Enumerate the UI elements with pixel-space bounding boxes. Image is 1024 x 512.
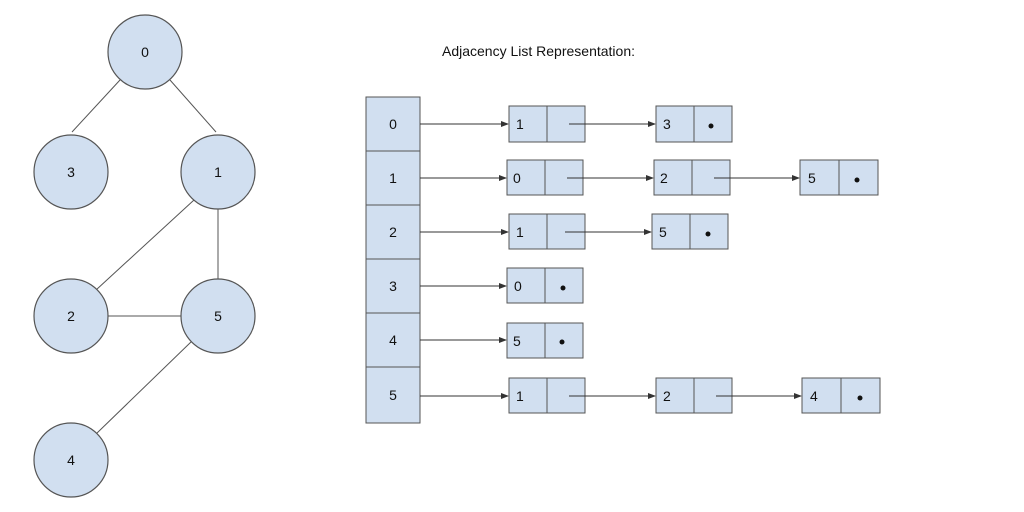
list-node-value: 4 xyxy=(810,388,818,404)
list-node-value: 5 xyxy=(808,170,816,186)
list-node-value: 5 xyxy=(659,224,667,240)
list-node-value: 1 xyxy=(516,224,524,240)
node-label: 4 xyxy=(67,452,75,468)
list-node: 4 xyxy=(801,377,881,414)
graph-node-0: 0 xyxy=(107,14,183,90)
null-pointer-dot xyxy=(708,123,714,129)
array-cell-label: 5 xyxy=(389,387,397,403)
array-cell-1: 1 xyxy=(365,150,421,206)
list-node-value: 3 xyxy=(663,116,671,132)
graph-node-5: 5 xyxy=(180,278,256,354)
list-node-value: 0 xyxy=(513,170,521,186)
diagram-title: Adjacency List Representation: xyxy=(442,43,635,59)
list-node: 5 xyxy=(799,159,879,196)
graph-node-3: 3 xyxy=(33,134,109,210)
array-cell-4: 4 xyxy=(365,312,421,368)
array-cell-label: 0 xyxy=(389,116,397,132)
array-cell-0: 0 xyxy=(365,96,421,152)
adjacency-row-2: 1 5 xyxy=(420,213,729,250)
graph-node-4: 4 xyxy=(33,422,109,498)
array-cell-label: 4 xyxy=(389,332,397,348)
list-node: 5 xyxy=(506,322,584,359)
graph-node-1: 1 xyxy=(180,134,256,210)
node-label: 1 xyxy=(214,164,222,180)
adjacency-row-3: 0 xyxy=(420,267,584,304)
list-node: 5 xyxy=(651,213,729,250)
list-node-value: 5 xyxy=(513,333,521,349)
list-node: 3 xyxy=(655,105,733,143)
null-pointer-dot xyxy=(854,177,860,183)
null-pointer-dot xyxy=(705,231,711,237)
list-node: 2 xyxy=(655,377,733,414)
adjacency-row-4: 5 xyxy=(420,322,584,359)
edge-0-1 xyxy=(169,79,217,133)
adjacency-row-0: 1 3 xyxy=(420,105,733,143)
list-node-value: 0 xyxy=(514,278,522,294)
node-label: 3 xyxy=(67,164,75,180)
adjacency-row-1: 0 2 5 xyxy=(420,159,879,196)
graph-node-2: 2 xyxy=(33,278,109,354)
edge-5-4 xyxy=(95,340,193,435)
graph-edges xyxy=(71,79,219,435)
edge-0-3 xyxy=(71,79,121,133)
array-cell-3: 3 xyxy=(365,258,421,314)
adjacency-row-5: 1 2 4 xyxy=(420,377,881,414)
edge-1-2 xyxy=(95,199,195,291)
array-cell-5: 5 xyxy=(365,366,421,424)
list-node-value: 1 xyxy=(516,388,524,404)
list-node: 2 xyxy=(653,159,731,196)
list-node: 0 xyxy=(506,267,584,304)
node-label: 5 xyxy=(214,308,222,324)
node-label: 0 xyxy=(141,44,149,60)
list-node-value: 1 xyxy=(516,116,524,132)
null-pointer-dot xyxy=(560,285,566,291)
adjacency-array: 0 1 2 3 4 5 xyxy=(365,96,421,424)
list-node-value: 2 xyxy=(660,170,668,186)
array-cell-label: 2 xyxy=(389,224,397,240)
node-label: 2 xyxy=(67,308,75,324)
array-cell-label: 3 xyxy=(389,278,397,294)
list-node-value: 2 xyxy=(663,388,671,404)
array-cell-2: 2 xyxy=(365,204,421,260)
array-cell-label: 1 xyxy=(389,170,397,186)
null-pointer-dot xyxy=(559,339,565,345)
null-pointer-dot xyxy=(857,395,863,401)
